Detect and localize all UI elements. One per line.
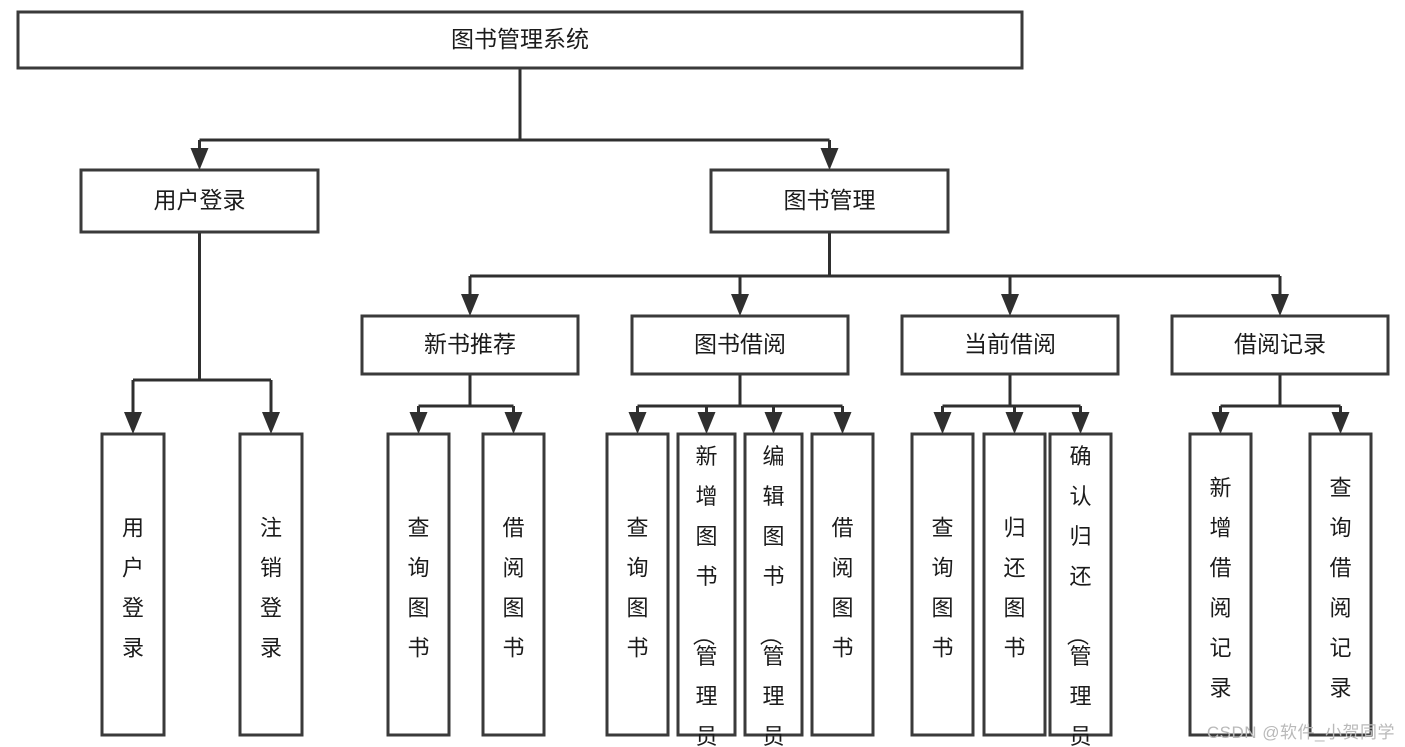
node-label-leaf-confirm-return-admin: 确认归还（管理员） — [1064, 444, 1091, 747]
connector-user-login-to-leaves-arrow-leaf-logout — [262, 412, 280, 434]
node-leaf-logout[interactable]: 注销登录 — [238, 432, 304, 737]
node-label-leaf-borrow-books-rec: 借阅图书 — [502, 516, 524, 661]
node-box-book-management[interactable] — [709, 168, 950, 234]
connector-book-borrow-to-leaves-arrow-leaf-add-book-admin — [697, 412, 716, 434]
node-label-leaf-query-borrow-record: 查询借阅记录 — [1329, 476, 1351, 701]
connector-borrow-records-to-leaves-arrow-leaf-query-borrow-record — [1331, 412, 1350, 434]
connector-current-borrow-to-leaves-arrow-leaf-query-books-current — [933, 412, 952, 434]
connector-book-management-to-level3-arrow-book-borrow — [731, 294, 749, 316]
node-box-leaf-borrow-book[interactable] — [810, 432, 875, 737]
connector-book-management-to-level3-arrow-current-borrow — [1001, 294, 1019, 316]
node-label-new-book-recommend: 新书推荐 — [424, 331, 516, 357]
node-leaf-edit-book-admin[interactable]: 编辑图书（管理员） — [743, 432, 804, 747]
connector-root-to-level2-arrow-user-login — [190, 148, 209, 170]
connector-book-borrow-to-leaves — [628, 374, 852, 434]
node-box-book-borrow[interactable] — [630, 314, 850, 376]
node-label-leaf-edit-book-admin: 编辑图书（管理员） — [757, 444, 784, 747]
node-leaf-add-borrow-record[interactable]: 新增借阅记录 — [1188, 432, 1253, 737]
node-label-leaf-query-books-borrow: 查询图书 — [626, 516, 648, 661]
node-box-leaf-query-books-borrow[interactable] — [605, 432, 670, 737]
node-box-leaf-user-login[interactable] — [100, 432, 166, 737]
node-box-leaf-borrow-books-rec[interactable] — [481, 432, 546, 737]
node-label-leaf-add-borrow-record: 新增借阅记录 — [1209, 476, 1231, 701]
connector-book-management-to-level3 — [461, 232, 1289, 316]
node-book-management[interactable]: 图书管理 — [709, 168, 950, 234]
node-label-borrow-records: 借阅记录 — [1234, 331, 1326, 357]
node-leaf-query-books-current[interactable]: 查询图书 — [910, 432, 975, 737]
connector-user-login-to-leaves — [124, 232, 280, 434]
node-box-current-borrow[interactable] — [900, 314, 1120, 376]
node-box-leaf-add-borrow-record[interactable] — [1188, 432, 1253, 737]
node-leaf-query-borrow-record[interactable]: 查询借阅记录 — [1308, 432, 1373, 737]
connector-new-book-recommend-to-leaves-arrow-leaf-query-books-rec — [409, 412, 428, 434]
node-label-leaf-add-book-admin: 新增图书（管理员） — [690, 444, 717, 747]
node-box-leaf-add-book-admin[interactable] — [676, 432, 737, 737]
node-label-book-borrow: 图书借阅 — [694, 331, 786, 357]
node-leaf-add-book-admin[interactable]: 新增图书（管理员） — [676, 432, 737, 747]
node-label-current-borrow: 当前借阅 — [964, 331, 1056, 357]
node-label-user-login: 用户登录 — [154, 187, 246, 213]
node-label-leaf-query-books-current: 查询图书 — [931, 516, 953, 661]
node-new-book-recommend[interactable]: 新书推荐 — [360, 314, 580, 376]
node-leaf-confirm-return-admin[interactable]: 确认归还（管理员） — [1048, 432, 1113, 747]
node-box-leaf-query-books-rec[interactable] — [386, 432, 451, 737]
node-user-login[interactable]: 用户登录 — [79, 168, 320, 234]
connector-borrow-records-to-leaves-arrow-leaf-add-borrow-record — [1211, 412, 1230, 434]
connector-root-to-level2-arrow-book-management — [820, 148, 839, 170]
node-label-root: 图书管理系统 — [451, 26, 589, 52]
connector-new-book-recommend-to-leaves — [409, 374, 523, 434]
node-leaf-query-books-borrow[interactable]: 查询图书 — [605, 432, 670, 737]
connector-borrow-records-to-leaves — [1211, 374, 1350, 434]
node-leaf-borrow-book[interactable]: 借阅图书 — [810, 432, 875, 737]
node-box-leaf-query-borrow-record[interactable] — [1308, 432, 1373, 737]
node-leaf-borrow-books-rec[interactable]: 借阅图书 — [481, 432, 546, 737]
node-borrow-records[interactable]: 借阅记录 — [1170, 314, 1390, 376]
node-label-leaf-query-books-rec: 查询图书 — [407, 516, 429, 661]
node-box-leaf-query-books-current[interactable] — [910, 432, 975, 737]
node-box-leaf-edit-book-admin[interactable] — [743, 432, 804, 737]
node-box-user-login[interactable] — [79, 168, 320, 234]
connector-current-borrow-to-leaves-arrow-leaf-return-book — [1005, 412, 1024, 434]
connector-book-borrow-to-leaves-arrow-leaf-query-books-borrow — [628, 412, 647, 434]
node-leaf-query-books-rec[interactable]: 查询图书 — [386, 432, 451, 737]
connector-book-borrow-to-leaves-arrow-leaf-borrow-book — [833, 412, 852, 434]
connector-current-borrow-to-leaves — [933, 374, 1090, 434]
connector-new-book-recommend-to-leaves-arrow-leaf-borrow-books-rec — [504, 412, 523, 434]
connectors-layer — [124, 68, 1350, 434]
node-box-leaf-confirm-return-admin[interactable] — [1048, 432, 1113, 737]
node-current-borrow[interactable]: 当前借阅 — [900, 314, 1120, 376]
node-box-leaf-return-book[interactable] — [982, 432, 1047, 737]
node-label-leaf-logout: 注销登录 — [260, 516, 282, 661]
node-label-book-management: 图书管理 — [784, 187, 876, 213]
node-box-borrow-records[interactable] — [1170, 314, 1390, 376]
node-label-leaf-user-login: 用户登录 — [122, 516, 144, 661]
connector-current-borrow-to-leaves-arrow-leaf-confirm-return-admin — [1071, 412, 1090, 434]
node-root[interactable]: 图书管理系统 — [16, 10, 1024, 70]
connector-book-management-to-level3-arrow-borrow-records — [1271, 294, 1289, 316]
node-label-leaf-return-book: 归还图书 — [1003, 516, 1025, 661]
node-leaf-user-login[interactable]: 用户登录 — [100, 432, 166, 737]
connector-user-login-to-leaves-arrow-leaf-user-login — [124, 412, 142, 434]
node-box-new-book-recommend[interactable] — [360, 314, 580, 376]
node-book-borrow[interactable]: 图书借阅 — [630, 314, 850, 376]
connector-root-to-level2 — [190, 68, 839, 170]
node-box-root[interactable] — [16, 10, 1024, 70]
node-leaf-return-book[interactable]: 归还图书 — [982, 432, 1047, 737]
connector-book-borrow-to-leaves-arrow-leaf-edit-book-admin — [764, 412, 783, 434]
node-label-leaf-borrow-book: 借阅图书 — [831, 516, 853, 661]
nodes-layer: 图书管理系统用户登录图书管理新书推荐图书借阅当前借阅借阅记录用户登录注销登录查询… — [16, 10, 1390, 747]
connector-book-management-to-level3-arrow-new-book-recommend — [461, 294, 479, 316]
node-box-leaf-logout[interactable] — [238, 432, 304, 737]
